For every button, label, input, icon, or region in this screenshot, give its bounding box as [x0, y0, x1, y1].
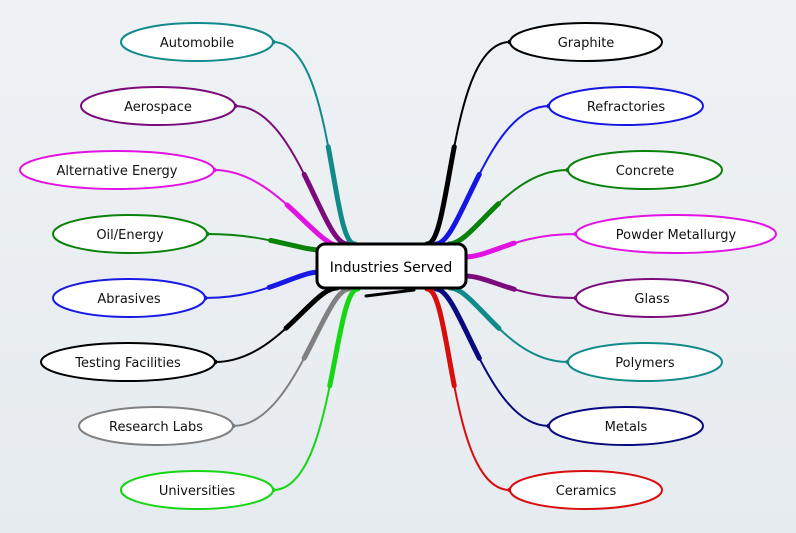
topic-node-shape — [52, 214, 208, 254]
topic-node-shape — [52, 278, 206, 318]
branch-stub-ceramics — [424, 286, 513, 493]
topic-node-glass[interactable]: Glass — [575, 278, 729, 318]
topic-node-alternative-energy[interactable]: Alternative Energy — [19, 150, 215, 190]
topic-node-shape — [548, 86, 704, 126]
topic-node-ceramics[interactable]: Ceramics — [509, 470, 663, 510]
topic-node-label: Concrete — [616, 164, 675, 179]
topic-node-label: Graphite — [558, 36, 615, 51]
branch-stub-universities — [270, 286, 361, 493]
topic-node-universities[interactable]: Universities — [120, 470, 274, 510]
topic-node-testing-facilities[interactable]: Testing Facilities — [40, 342, 216, 382]
topic-node-label: Powder Metallurgy — [616, 228, 737, 243]
branch-stub-research-labs — [230, 286, 352, 429]
center-node[interactable]: Industries Served — [315, 242, 468, 298]
topic-node-label: Research Labs — [109, 420, 203, 435]
topic-node-label: Abrasives — [97, 292, 161, 307]
center-node-box — [315, 242, 468, 290]
center-underline — [364, 288, 416, 298]
topic-node-powder-metallurgy[interactable]: Powder Metallurgy — [575, 214, 777, 254]
topic-node-shape — [567, 342, 723, 382]
branch-stub-oil-energy — [204, 231, 325, 253]
topic-node-shape — [567, 150, 723, 190]
topic-node-aerospace[interactable]: Aerospace — [80, 86, 236, 126]
center-node-label: Industries Served — [330, 260, 453, 276]
branch-stub-powder-metallurgy — [462, 231, 579, 260]
topic-node-label: Refractories — [587, 100, 665, 115]
topic-node-shape — [78, 406, 234, 446]
topic-node-label: Universities — [159, 484, 235, 499]
topic-node-label: Testing Facilities — [74, 356, 181, 371]
topic-node-graphite[interactable]: Graphite — [509, 22, 663, 62]
topic-node-label: Aerospace — [124, 100, 192, 115]
topic-node-shape — [509, 470, 663, 510]
branch-stub-testing-facilities — [212, 285, 340, 365]
topic-node-label: Ceramics — [556, 484, 617, 499]
topic-node-shape — [575, 214, 777, 254]
topic-node-label: Alternative Energy — [57, 164, 178, 179]
topic-node-label: Oil/Energy — [96, 228, 164, 243]
branch-stub-automobile — [270, 39, 358, 247]
branch-stub-abrasives — [202, 269, 323, 301]
topic-node-label: Automobile — [160, 36, 234, 51]
topic-node-research-labs[interactable]: Research Labs — [78, 406, 234, 446]
topic-node-oil-energy[interactable]: Oil/Energy — [52, 214, 208, 254]
topic-node-shape — [548, 406, 704, 446]
topic-node-shape — [40, 342, 216, 382]
topic-node-label: Metals — [605, 420, 648, 435]
topic-node-shape — [575, 278, 729, 318]
branch-stub-graphite — [424, 39, 513, 247]
topic-node-label: Polymers — [615, 356, 675, 371]
topic-node-shape — [80, 86, 236, 126]
topic-node-polymers[interactable]: Polymers — [567, 342, 723, 382]
branch-stub-glass — [462, 273, 579, 301]
branch-stub-polymers — [447, 285, 571, 365]
topic-node-shape — [120, 22, 274, 62]
branch-stub-concrete — [446, 167, 571, 247]
branch-stub-metals — [433, 286, 552, 429]
topic-node-shape — [19, 150, 215, 190]
branch-stub-aerospace — [232, 103, 350, 247]
topic-node-automobile[interactable]: Automobile — [120, 22, 274, 62]
branch-stub-refractories — [433, 103, 552, 247]
topic-node-abrasives[interactable]: Abrasives — [52, 278, 206, 318]
topic-node-metals[interactable]: Metals — [548, 406, 704, 446]
topic-node-shape — [120, 470, 274, 510]
topic-node-refractories[interactable]: Refractories — [548, 86, 704, 126]
topic-node-shape — [509, 22, 663, 62]
topic-node-label: Glass — [634, 292, 669, 307]
topic-node-concrete[interactable]: Concrete — [567, 150, 723, 190]
branch-lines — [202, 39, 579, 493]
